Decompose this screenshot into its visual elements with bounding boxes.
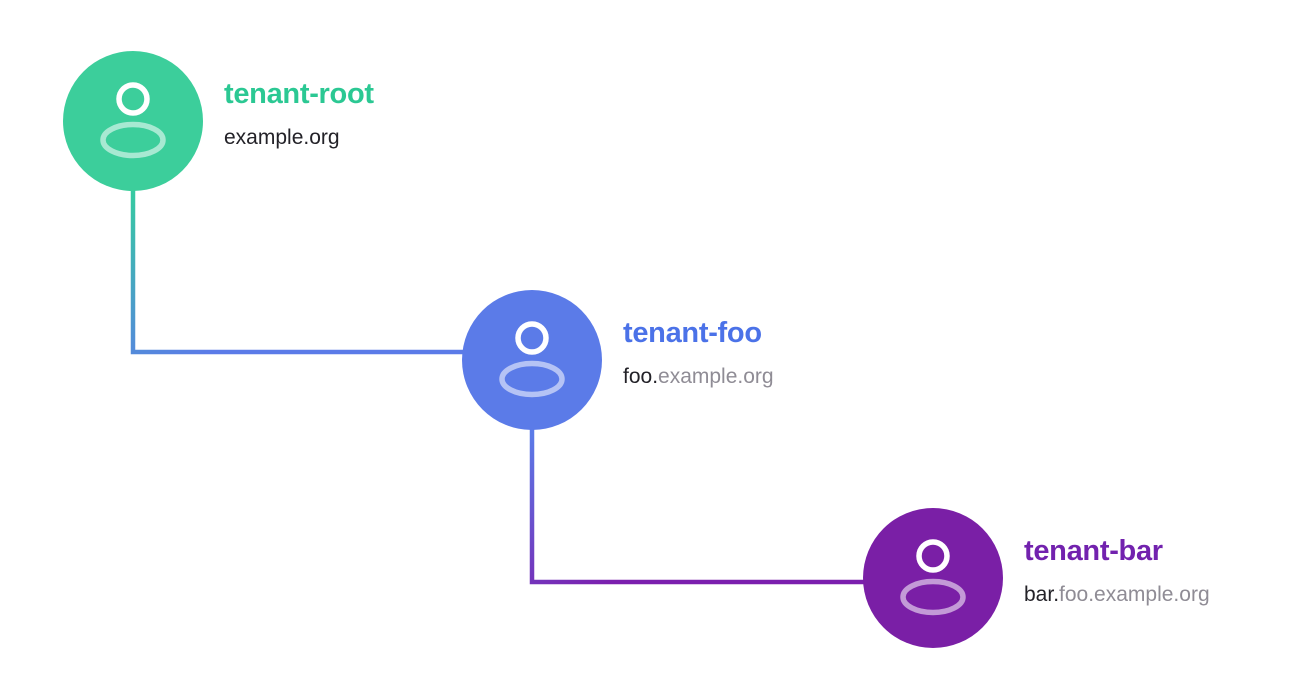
connector-root-to-foo — [130, 190, 465, 355]
tenant-root-title: tenant-root — [224, 78, 374, 110]
tenant-foo-avatar — [462, 290, 602, 430]
user-icon — [499, 321, 565, 398]
tenant-foo-domain: foo.example.org — [623, 364, 774, 390]
tenant-bar-domain: bar.foo.example.org — [1024, 582, 1210, 608]
tenant-node-bar: tenant-bar bar.foo.example.org — [863, 508, 1300, 648]
tenant-foo-labels: tenant-foo foo.example.org — [623, 314, 774, 390]
tenant-foo-title: tenant-foo — [623, 317, 762, 349]
tenant-root-labels: tenant-root example.org — [224, 75, 374, 151]
tenant-bar-title: tenant-bar — [1024, 535, 1163, 567]
user-icon — [100, 82, 166, 159]
tenant-bar-avatar — [863, 508, 1003, 648]
tenant-root-domain: example.org — [224, 125, 374, 151]
tenant-bar-labels: tenant-bar bar.foo.example.org — [1024, 532, 1210, 608]
domain-prefix: example.org — [224, 126, 340, 149]
connector-foo-to-bar — [529, 429, 868, 585]
domain-suffix: example.org — [658, 365, 774, 388]
domain-prefix: foo. — [623, 365, 659, 388]
tenant-root-avatar — [63, 51, 203, 191]
user-icon — [900, 539, 966, 616]
domain-prefix: bar. — [1024, 583, 1060, 606]
tenant-node-foo: tenant-foo foo.example.org — [462, 290, 1102, 430]
tenant-node-root: tenant-root example.org — [63, 51, 703, 191]
domain-suffix: foo.example.org — [1059, 583, 1210, 606]
